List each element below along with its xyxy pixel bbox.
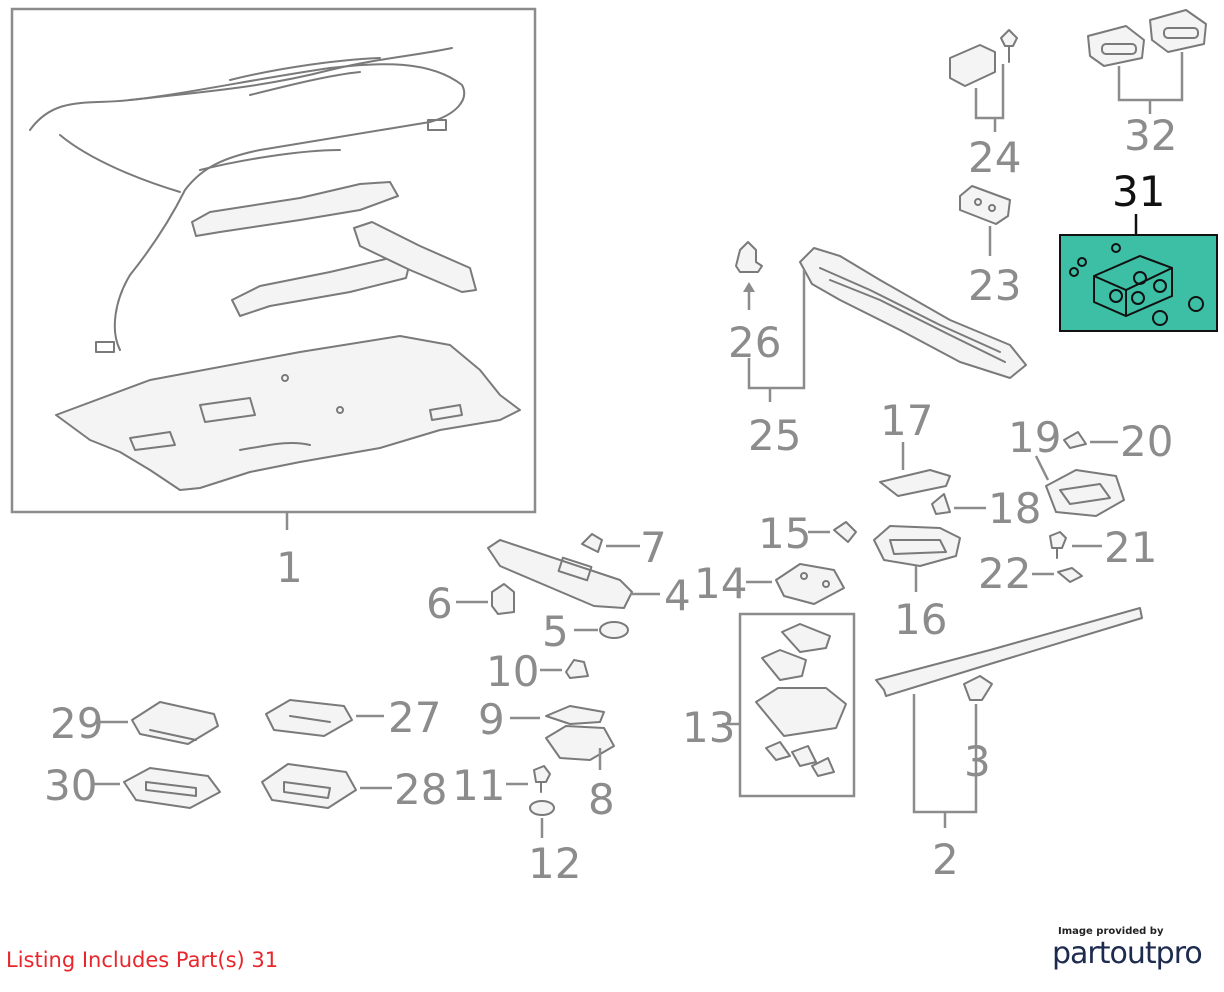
part-8-lamp bbox=[545, 725, 615, 770]
callout-3: 3 bbox=[964, 737, 991, 786]
part-21-screw bbox=[1049, 531, 1102, 559]
callout-12: 12 bbox=[528, 839, 581, 888]
callout-28: 28 bbox=[394, 765, 447, 814]
part-28-lamp bbox=[261, 763, 392, 809]
part-6-holder bbox=[456, 583, 515, 615]
part-23-bracket bbox=[959, 185, 1011, 256]
callout-5: 5 bbox=[542, 607, 569, 656]
callout-6: 6 bbox=[426, 579, 453, 628]
partoutpro-logo[interactable]: partoutpro bbox=[1052, 936, 1203, 971]
listing-includes-note: Listing Includes Part(s) 31 bbox=[6, 948, 279, 972]
part-1-headliner-assembly bbox=[10, 7, 537, 530]
part-14-lamp-base bbox=[746, 563, 845, 605]
image-credit: Image provided by partoutpro bbox=[1052, 926, 1212, 971]
callout-16: 16 bbox=[894, 595, 947, 644]
callout-14: 14 bbox=[694, 559, 747, 608]
part-31-highlight-box bbox=[1059, 234, 1218, 332]
part-13-kit-box bbox=[722, 612, 856, 798]
part-29-module bbox=[100, 701, 219, 745]
callout-13: 13 bbox=[682, 703, 735, 752]
callout-17: 17 bbox=[880, 396, 933, 445]
part-7-clip bbox=[581, 533, 640, 553]
callout-22: 22 bbox=[978, 549, 1031, 598]
callout-25: 25 bbox=[748, 411, 801, 460]
callout-2: 2 bbox=[932, 835, 959, 884]
callout-24: 24 bbox=[968, 133, 1021, 182]
part-5-cap bbox=[574, 621, 629, 639]
part-10-clip bbox=[540, 659, 589, 679]
callout-29: 29 bbox=[50, 699, 103, 748]
credit-caption: Image provided by bbox=[1058, 926, 1164, 937]
callout-7: 7 bbox=[640, 523, 667, 572]
callout-11: 11 bbox=[452, 761, 505, 810]
part-26-clip bbox=[735, 241, 763, 310]
part-11-screw bbox=[506, 765, 551, 793]
part-22-plate bbox=[1032, 567, 1083, 583]
callout-26: 26 bbox=[728, 318, 781, 367]
callout-32: 32 bbox=[1124, 111, 1177, 160]
part-16-lamp bbox=[873, 525, 961, 592]
part-2-garnish bbox=[875, 607, 1143, 828]
part-15-clip bbox=[808, 521, 857, 543]
part-19-console bbox=[1034, 455, 1125, 517]
part-24-clips bbox=[949, 29, 1018, 132]
callout-19: 19 bbox=[1008, 413, 1061, 462]
part-18-clip bbox=[931, 493, 986, 515]
part-27-module bbox=[265, 699, 384, 737]
callout-27: 27 bbox=[388, 693, 441, 742]
callout-23: 23 bbox=[968, 261, 1021, 310]
part-20-clip bbox=[1063, 431, 1118, 449]
callout-15: 15 bbox=[758, 509, 811, 558]
part-17-clip bbox=[879, 442, 951, 497]
callout-31: 31 bbox=[1112, 167, 1165, 216]
part-30-lamp bbox=[94, 767, 221, 809]
part-12-plate bbox=[529, 800, 555, 838]
part-4-sun-visor bbox=[487, 539, 660, 609]
callout-10: 10 bbox=[486, 647, 539, 696]
callout-18: 18 bbox=[988, 484, 1041, 533]
callout-4: 4 bbox=[664, 571, 691, 620]
callout-20: 20 bbox=[1120, 417, 1173, 466]
callout-21: 21 bbox=[1104, 523, 1157, 572]
part-9-bracket bbox=[510, 705, 605, 725]
callout-1: 1 bbox=[276, 543, 303, 592]
callout-30: 30 bbox=[44, 761, 97, 810]
callout-9: 9 bbox=[478, 695, 505, 744]
part-32-lamp-pair bbox=[1087, 9, 1207, 114]
callout-8: 8 bbox=[588, 775, 615, 824]
part-25-grab-handle-rail bbox=[747, 247, 1027, 402]
